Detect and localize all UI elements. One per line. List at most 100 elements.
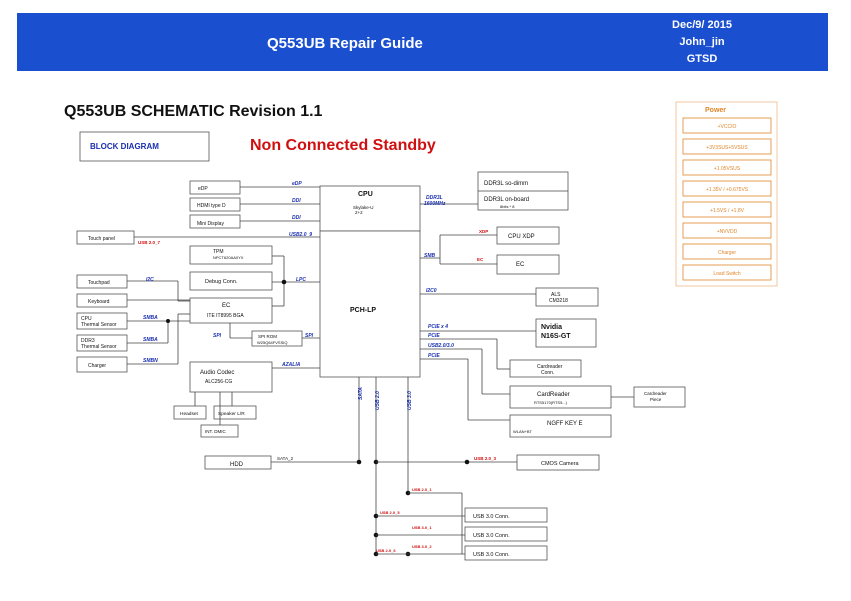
ddr-thermal-label-2: Thermal Sensor: [81, 344, 117, 350]
mini-display-label: Mini Display: [197, 221, 224, 227]
usb-label-d: USB 3.0_2: [412, 544, 432, 549]
audio-codec-label: Audio Codec: [200, 370, 234, 376]
bus-edp: eDP: [292, 181, 302, 187]
power-item-label: +1.5VS / +1.8V: [710, 208, 745, 214]
touch-panel-block: [76, 230, 135, 245]
spi-rom-label: SPI ROM: [258, 334, 277, 339]
power-item: [682, 180, 772, 197]
usb3-conn-2-label: USB 3.0 Conn.: [473, 533, 510, 539]
cmos-camera-label: CMOS Camera: [541, 461, 580, 467]
cpu-sub-label: Skylake-U: [353, 205, 374, 210]
nvidia-sub-label: N16S-GT: [541, 333, 571, 340]
tpm-sub-label: NPCT620AA0YX: [213, 255, 244, 260]
header-meta: Dec/9/ 2015 John_jin GTSD: [657, 17, 747, 68]
header-title: Q553UB Repair Guide: [267, 35, 423, 52]
header-banner: Q553UB Repair Guide Dec/9/ 2015 John_jin…: [17, 13, 828, 71]
usb-label-c: USB 3.0_1: [412, 525, 432, 530]
bus-ec-red: EC: [477, 257, 484, 262]
ec-label: EC: [222, 303, 231, 309]
power-item: [682, 117, 772, 134]
cardreader-label: CardReader: [537, 392, 570, 398]
ngff-sub-label: WLAN+BT: [513, 429, 533, 434]
keyboard-block: [76, 293, 128, 308]
bus-smba-2: SMBA: [143, 337, 158, 343]
power-item-label: +3V3SUS+5VSUS: [706, 145, 748, 151]
speaker-label: Speaker L/R: [218, 411, 245, 417]
spi-rom-block: [251, 330, 303, 347]
bus-ddr3l-speed: 1600MHz: [424, 201, 446, 207]
power-item-label: Load Switch: [713, 271, 740, 277]
cpu-label: CPU: [358, 191, 373, 198]
cpu-xdp-label: CPU XDP: [508, 234, 535, 240]
bus-pcie-2: PCIE: [428, 353, 440, 359]
ec2-block: [496, 254, 560, 275]
pch-block: [319, 230, 421, 378]
bus-pcie: PCIE: [428, 333, 440, 339]
bus-usb20-9: USB2.0_9: [289, 232, 312, 238]
bus-i2c0: I2C0: [426, 288, 437, 294]
int-dmic-label: INT. DMIC: [205, 429, 226, 434]
als-block: [535, 287, 599, 307]
int-dmic-block: [200, 424, 239, 438]
cpu-block: [319, 185, 421, 232]
bus-ddr3l: DDR3L: [426, 195, 443, 201]
cpu-thermal-label-2: Thermal Sensor: [81, 322, 117, 328]
bus-usb2-vert: USB 2.0: [375, 391, 381, 410]
keyboard-label: Keyboard: [88, 299, 110, 305]
als-sub-label: CM3218: [549, 298, 568, 304]
mode-label: Non Connected Standby: [250, 137, 436, 154]
audio-codec-sub-label: ALC256-CG: [205, 379, 232, 385]
hdd-block: [204, 455, 272, 470]
cardreader-piece-block: [633, 386, 686, 408]
bus-pcie-x4: PCIE x 4: [428, 324, 448, 330]
edp-block: [189, 180, 241, 195]
bus-smbn: SMBN: [143, 358, 158, 364]
power-item: [682, 264, 772, 281]
bus-i2c-tp: I2C: [146, 277, 154, 283]
hdmi-label: HDMI type D: [197, 203, 226, 209]
power-item-label: +VCCIO: [718, 124, 737, 130]
block-diagram-label-box: [79, 131, 210, 162]
bus-spi-1: SPI: [213, 333, 222, 339]
headset-block: [173, 405, 207, 420]
power-item-label: +1.35V / +0.675VS: [706, 187, 749, 193]
usb-label-b: USB 2.0_5: [380, 510, 400, 515]
ddr-onboard-sub-label: 8bits * 8: [500, 204, 515, 209]
usb3-conn-3: [464, 545, 548, 561]
bus-azalia: AZALIA: [281, 362, 301, 368]
ngff-label: NGFF KEY E: [547, 421, 583, 427]
audio-codec-block: [189, 361, 273, 393]
header-dept: GTSD: [686, 53, 718, 65]
tpm-block: [189, 245, 273, 265]
bus-smb: SMB: [424, 253, 436, 259]
bus-usb3-vert: USB 3.0: [407, 391, 413, 410]
power-item: [682, 138, 772, 155]
power-item: [682, 222, 772, 239]
cmos-camera-block: [516, 454, 600, 471]
touchpad-label: Touchpad: [88, 280, 110, 286]
usb3-conn-2: [464, 526, 548, 542]
junction-lpc: [281, 279, 287, 285]
power-item: [682, 159, 772, 176]
power-title: Power: [705, 107, 726, 114]
bus-spi-2: SPI: [305, 333, 314, 339]
bus-ddi-2: DDI: [292, 215, 301, 221]
header-date: Dec/9/ 2015: [672, 19, 732, 31]
bus-usb-touch: USB 2.0_7: [138, 240, 161, 245]
als-label: ALS: [551, 292, 561, 298]
ddr-thermal-label-1: DDR3: [81, 338, 95, 344]
cpu-xdp-block: [496, 226, 560, 245]
cardreader-piece-label-2: Piece: [650, 397, 662, 402]
pch-label: PCH-LP: [350, 307, 376, 314]
debug-conn-block: [189, 271, 273, 291]
power-item: [682, 243, 772, 260]
edp-label: eDP: [198, 186, 208, 192]
mini-display-block: [189, 214, 241, 229]
hdmi-block: [189, 197, 241, 212]
power-item: [682, 201, 772, 218]
charger-block: [76, 356, 128, 373]
cardreader-conn-label-2: Conn.: [541, 370, 554, 376]
usb3-conn-1-label: USB 3.0 Conn.: [473, 514, 510, 520]
bus-sata: SATA_2: [277, 456, 294, 461]
